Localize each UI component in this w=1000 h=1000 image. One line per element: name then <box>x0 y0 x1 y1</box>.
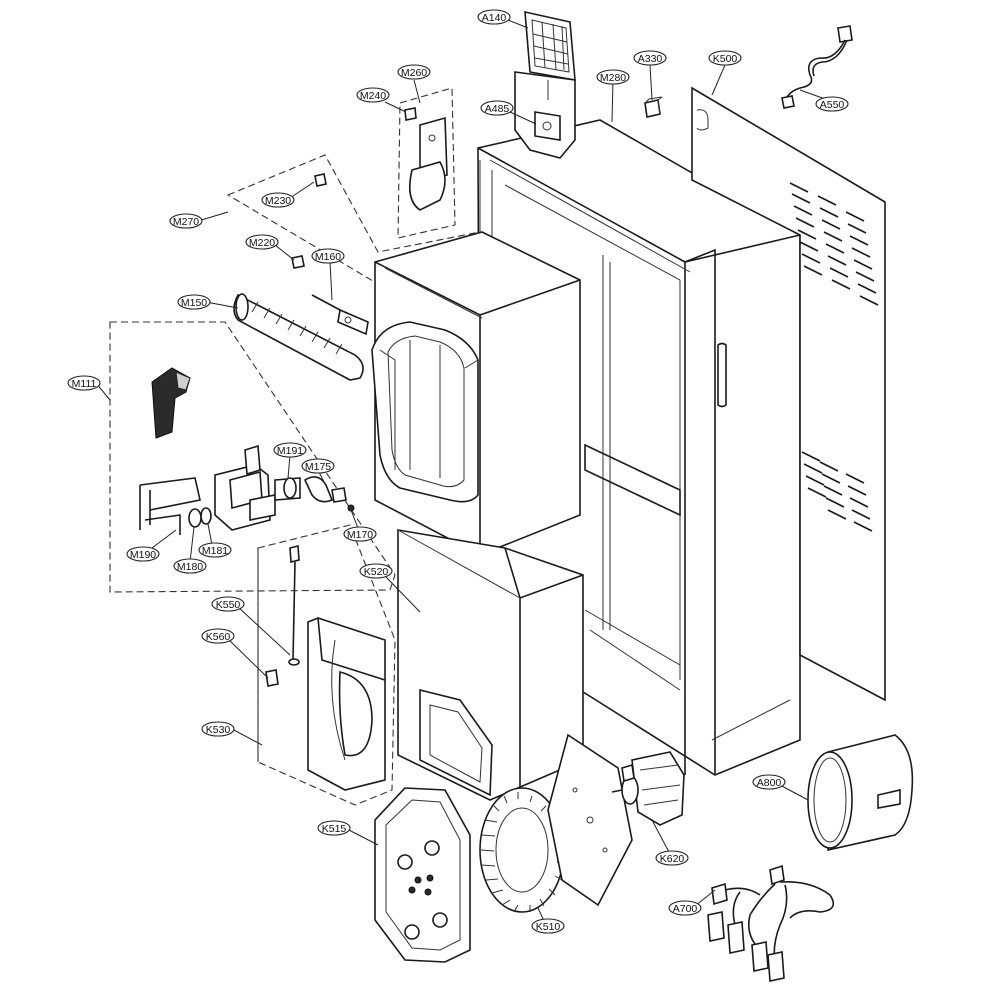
tag-k500: K500 <box>708 50 742 66</box>
svg-text:M180: M180 <box>177 561 203 573</box>
wiring-harness-a700 <box>707 864 835 982</box>
control-board-m260 <box>404 107 448 211</box>
svg-text:M240: M240 <box>360 90 386 102</box>
relay-a330 <box>644 96 663 118</box>
tag-k520: K520 <box>359 563 393 579</box>
tag-a140: A140 <box>477 9 511 25</box>
svg-text:K560: K560 <box>206 631 231 643</box>
tag-m181: M181 <box>198 542 232 558</box>
tag-m280: M280 <box>596 69 630 85</box>
svg-text:M190: M190 <box>130 549 156 561</box>
tag-m240: M240 <box>356 87 390 103</box>
flue-collar-k530 <box>307 617 386 791</box>
tag-m230: M230 <box>261 192 295 208</box>
svg-text:M280: M280 <box>600 72 626 84</box>
svg-text:A330: A330 <box>638 53 663 65</box>
svg-text:A700: A700 <box>673 903 698 915</box>
motor-plate <box>547 733 633 907</box>
tag-a550: A550 <box>815 96 849 112</box>
svg-text:M111: M111 <box>72 378 97 390</box>
tag-m111: M111 <box>67 375 101 391</box>
svg-text:M260: M260 <box>401 67 427 79</box>
tag-k515: K515 <box>317 820 351 836</box>
svg-text:M181: M181 <box>202 545 228 557</box>
tag-a330: A330 <box>633 50 667 66</box>
tag-m160: M160 <box>311 248 345 264</box>
switch-a485 <box>534 111 561 141</box>
side-panel-k500 <box>691 86 886 702</box>
svg-text:M175: M175 <box>305 461 331 473</box>
burner-tube-m150 <box>233 293 364 381</box>
tag-m175: M175 <box>301 458 335 474</box>
svg-text:M220: M220 <box>249 237 275 249</box>
clip-k560 <box>265 669 279 687</box>
burner-box <box>371 231 581 556</box>
small-parts <box>291 173 327 269</box>
part-m111 <box>151 367 191 439</box>
tag-m180: M180 <box>173 558 207 574</box>
tag-k550: K550 <box>211 596 245 612</box>
svg-text:M160: M160 <box>315 251 341 263</box>
svg-text:K510: K510 <box>536 921 561 933</box>
tag-a800: A800 <box>752 774 786 790</box>
tag-m270: M270 <box>169 213 203 229</box>
svg-text:K515: K515 <box>322 823 347 835</box>
svg-text:M170: M170 <box>347 529 373 541</box>
electrode-m160 <box>311 294 369 336</box>
blower-housing-k520 <box>397 529 584 801</box>
svg-text:K520: K520 <box>364 566 389 578</box>
tag-m190: M190 <box>126 546 160 562</box>
tag-a485: A485 <box>480 100 514 116</box>
sensor-k550 <box>288 544 300 666</box>
svg-text:M150: M150 <box>181 297 207 309</box>
tag-k530: K530 <box>201 721 235 737</box>
tag-m260: M260 <box>397 64 431 80</box>
svg-text:A485: A485 <box>485 103 510 115</box>
tag-a700: A700 <box>668 900 702 916</box>
tag-m191: M191 <box>273 442 307 458</box>
tag-k510: K510 <box>531 918 565 934</box>
tag-m220: M220 <box>245 234 279 250</box>
gas-valve-assembly <box>139 444 355 535</box>
tag-k620: K620 <box>655 850 689 866</box>
power-cord-a550 <box>781 25 853 109</box>
svg-text:M230: M230 <box>265 195 291 207</box>
svg-text:M270: M270 <box>173 216 199 228</box>
louvre-vents <box>789 182 879 532</box>
mounting-plate-k515 <box>374 787 471 963</box>
svg-text:K530: K530 <box>206 724 231 736</box>
svg-text:K620: K620 <box>660 853 685 865</box>
svg-text:K550: K550 <box>216 599 241 611</box>
tag-m150: M150 <box>177 294 211 310</box>
svg-text:M191: M191 <box>277 445 303 457</box>
svg-text:A550: A550 <box>820 99 845 111</box>
tag-m170: M170 <box>343 526 377 542</box>
tag-k560: K560 <box>201 628 235 644</box>
motor-k620 <box>611 751 685 826</box>
svg-text:A140: A140 <box>482 12 507 24</box>
exhaust-hood-a800 <box>807 734 914 851</box>
svg-text:K500: K500 <box>713 53 738 65</box>
svg-text:A800: A800 <box>757 777 782 789</box>
